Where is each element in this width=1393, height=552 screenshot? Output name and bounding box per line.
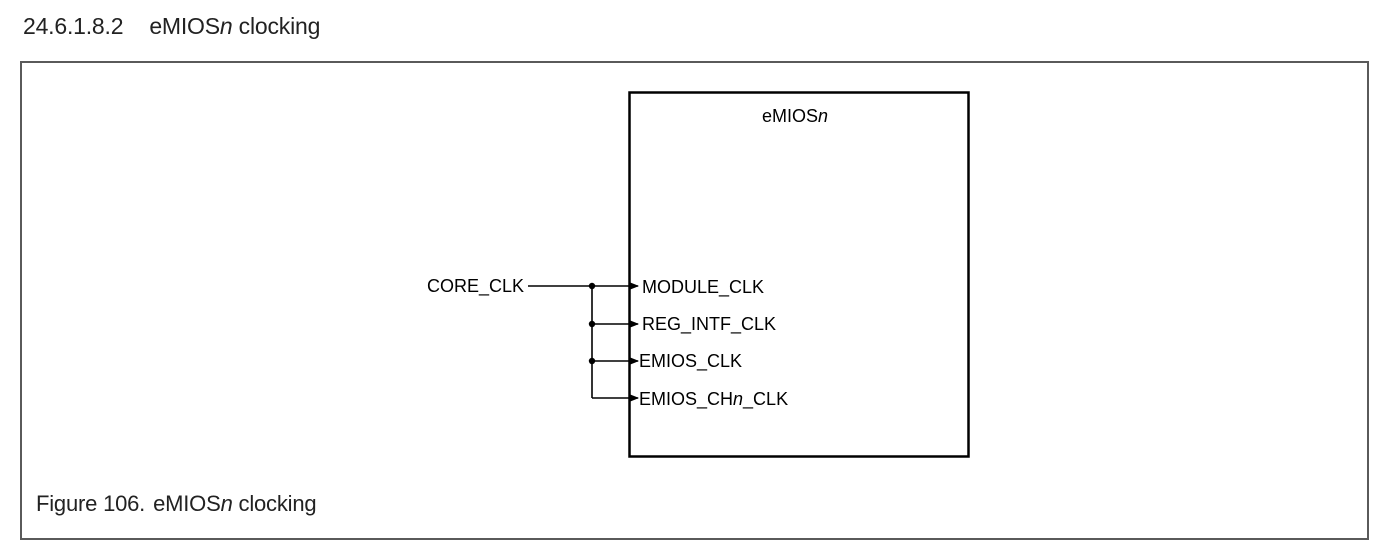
section-title-italic: n	[219, 13, 233, 39]
caption-title-prefix: eMIOS	[153, 491, 221, 516]
section-title-suffix: clocking	[232, 13, 321, 39]
section-number: 24.6.1.8.2	[23, 13, 124, 39]
junction-dot	[588, 357, 596, 365]
input-label-module-clk: MODULE_CLK	[642, 277, 764, 298]
section-heading: 24.6.1.8.2 eMIOSn clocking	[23, 13, 320, 40]
emios-block-label: eMIOSn	[762, 106, 828, 126]
input-label-reg-intf-clk: REG_INTF_CLK	[642, 314, 776, 335]
caption-title-suffix: clocking	[232, 491, 317, 516]
input-label-emios-clk: EMIOS_CLK	[639, 351, 742, 372]
emios-block	[628, 91, 970, 458]
caption-title-italic: n	[220, 491, 233, 516]
core-clk-label: CORE_CLK	[427, 276, 524, 297]
junction-dot	[588, 282, 596, 290]
section-title-prefix: eMIOS	[149, 13, 220, 39]
junction-dot	[588, 320, 596, 328]
input-label-emios-chn-clk: EMIOS_CHn_CLK	[639, 389, 788, 410]
figure-label: Figure 106.	[36, 491, 146, 516]
figure-caption: Figure 106. eMIOSn clocking	[36, 491, 317, 517]
figure-frame	[20, 61, 1369, 540]
